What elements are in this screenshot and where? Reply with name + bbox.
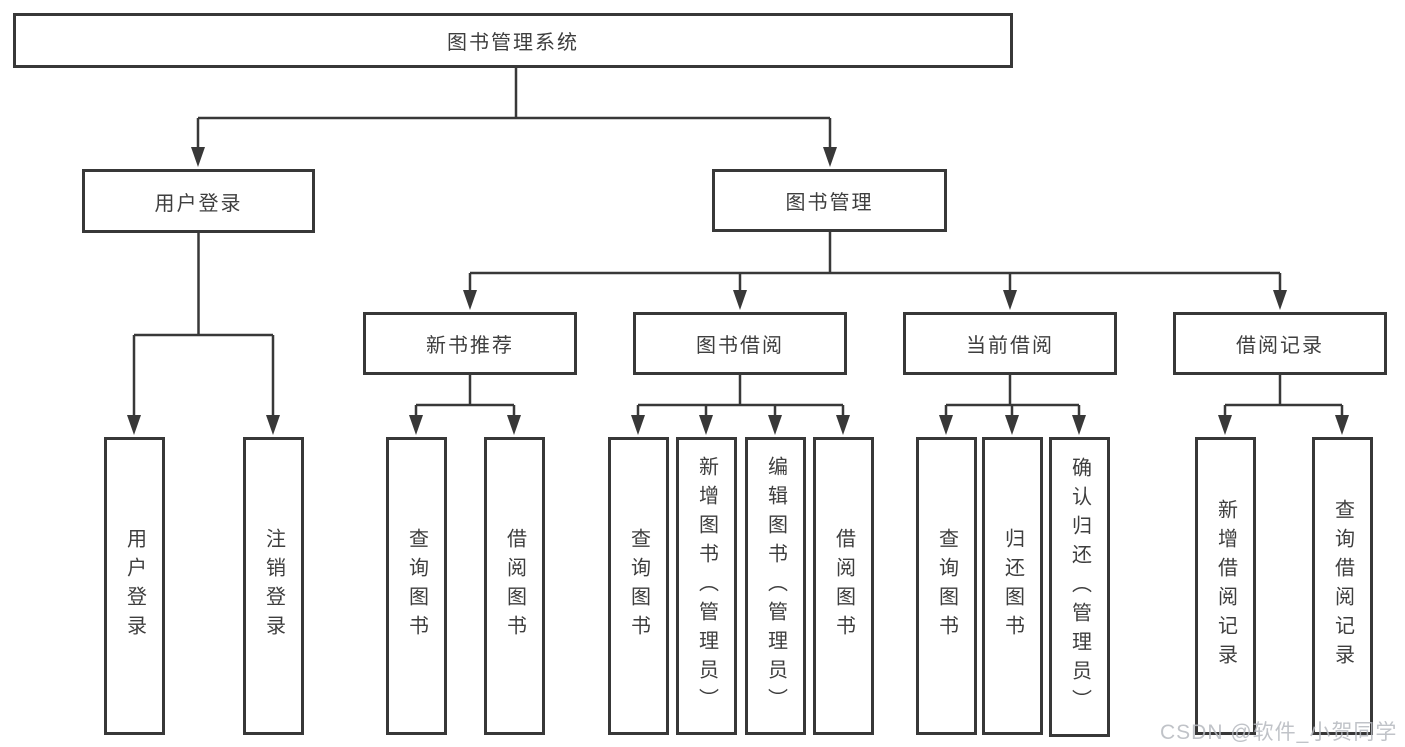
node-label: 查询借阅记录 [1331,499,1354,673]
node-label: 归还图书 [1001,528,1024,644]
leaf-recommend-query-books: 查询图书 [386,437,447,735]
node-label: 查询图书 [405,528,428,644]
leaf-current-confirm-return-admin: 确认归还（管理员） [1049,437,1110,737]
node-label: 图书管理系统 [447,32,579,54]
node-root-library-system: 图书管理系统 [13,13,1013,68]
node-current-borrow: 当前借阅 [903,312,1117,375]
leaf-current-query-books: 查询图书 [916,437,977,735]
node-label: 图书管理 [785,192,874,214]
leaf-logout: 注销登录 [243,437,304,735]
node-book-management: 图书管理 [712,169,947,232]
node-user-login: 用户登录 [82,169,315,233]
leaf-records-add-record: 新增借阅记录 [1195,437,1256,735]
node-label: 借阅图书 [832,528,855,644]
leaf-borrow-add-books-admin: 新增图书（管理员） [676,437,737,735]
leaf-borrow-borrow-books: 借阅图书 [813,437,874,735]
node-label: 借阅记录 [1236,335,1324,357]
node-label: 借阅图书 [503,528,526,644]
node-label: 新书推荐 [426,335,514,357]
node-label: 新增图书（管理员） [695,455,718,717]
node-label: 注销登录 [262,528,285,644]
node-label: 确认归还（管理员） [1068,456,1091,718]
leaf-user-login: 用户登录 [104,437,165,735]
node-label: 编辑图书（管理员） [764,455,787,717]
leaf-records-query-record: 查询借阅记录 [1312,437,1373,735]
node-label: 图书借阅 [696,335,784,357]
node-label: 用户登录 [154,192,243,215]
node-book-borrow: 图书借阅 [633,312,847,375]
node-label: 用户登录 [123,528,146,644]
leaf-current-return-books: 归还图书 [982,437,1043,735]
leaf-recommend-borrow-books: 借阅图书 [484,437,545,735]
node-label: 查询图书 [627,528,650,644]
node-borrow-records: 借阅记录 [1173,312,1387,375]
node-label: 当前借阅 [966,335,1054,357]
node-new-book-recommend: 新书推荐 [363,312,577,375]
leaf-borrow-query-books: 查询图书 [608,437,669,735]
node-label: 新增借阅记录 [1214,499,1237,673]
leaf-borrow-edit-books-admin: 编辑图书（管理员） [745,437,806,735]
node-label: 查询图书 [935,528,958,644]
csdn-watermark: CSDN @软件_小贺同学 [1160,721,1398,744]
